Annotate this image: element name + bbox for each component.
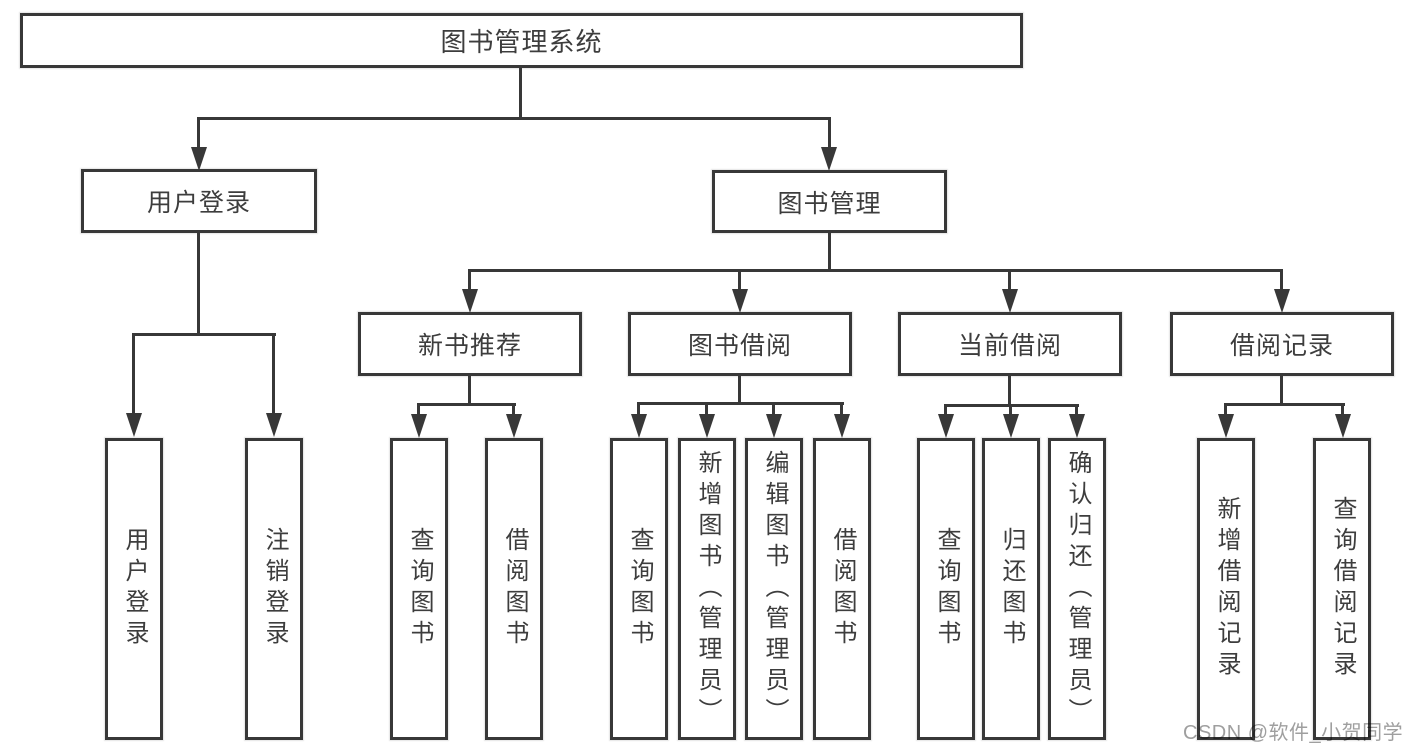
leaf-query-books-rec: 查询图书	[390, 438, 448, 740]
arrowhead-down-icon	[411, 414, 427, 438]
leaf-return-books: 归还图书	[982, 438, 1040, 740]
arrowhead-down-icon	[1218, 414, 1234, 438]
connector-vline	[1224, 403, 1227, 416]
arrowhead-down-icon	[821, 147, 837, 171]
connector-vline	[1341, 403, 1344, 416]
node-library-management-system: 图书管理系统	[20, 13, 1023, 68]
arrowhead-down-icon	[699, 414, 715, 438]
connector-vline	[738, 376, 741, 405]
arrowhead-down-icon	[938, 414, 954, 438]
leaf-query-books-borrow: 查询图书	[610, 438, 668, 740]
arrowhead-down-icon	[732, 289, 748, 313]
leaf-add-borrow-record: 新增借阅记录	[1197, 438, 1255, 740]
leaf-user-login: 用户登录	[105, 438, 163, 740]
connector-vline	[1009, 404, 1012, 416]
watermark: CSDN @软件_小贺同学	[1183, 722, 1404, 744]
connector-hline	[637, 402, 844, 405]
leaf-borrow-books: 借阅图书	[813, 438, 871, 740]
connector-vline	[1280, 269, 1283, 292]
connector-hline	[468, 269, 1283, 272]
connector-vline	[705, 402, 708, 416]
connector-vline	[132, 333, 135, 414]
connector-vline	[637, 402, 640, 416]
node-new-book-recommendation: 新书推荐	[358, 312, 582, 376]
connector-vline	[1008, 376, 1011, 407]
node-book-management: 图书管理	[712, 170, 947, 233]
arrowhead-down-icon	[1003, 414, 1019, 438]
connector-vline	[828, 233, 831, 272]
arrowhead-down-icon	[631, 414, 647, 438]
arrowhead-down-icon	[191, 147, 207, 171]
connector-vline	[512, 403, 515, 416]
leaf-confirm-return-admin: 确认归还（管理员）	[1048, 438, 1106, 740]
connector-vline	[1008, 269, 1011, 292]
connector-hline	[1224, 403, 1345, 406]
leaf-query-books-current: 查询图书	[917, 438, 975, 740]
node-book-borrowing: 图书借阅	[628, 312, 852, 376]
leaf-logout: 注销登录	[245, 438, 303, 740]
connector-vline	[828, 117, 831, 149]
arrowhead-down-icon	[1274, 289, 1290, 313]
arrowhead-down-icon	[1335, 414, 1351, 438]
connector-vline	[468, 376, 471, 406]
node-current-borrowing: 当前借阅	[898, 312, 1122, 376]
connector-vline	[840, 402, 843, 416]
connector-vline	[272, 333, 275, 414]
arrowhead-down-icon	[1069, 414, 1085, 438]
connector-vline	[468, 269, 471, 292]
arrowhead-down-icon	[462, 289, 478, 313]
connector-hline	[417, 403, 516, 406]
connector-vline	[1280, 376, 1283, 406]
arrowhead-down-icon	[266, 413, 282, 437]
leaf-borrow-books-rec: 借阅图书	[485, 438, 543, 740]
leaf-query-borrow-record: 查询借阅记录	[1313, 438, 1371, 740]
leaf-edit-books-admin: 编辑图书（管理员）	[745, 438, 803, 740]
connector-vline	[197, 117, 200, 149]
connector-vline	[197, 233, 200, 336]
connector-vline	[519, 68, 522, 120]
arrowhead-down-icon	[126, 413, 142, 437]
connector-hline	[197, 117, 831, 120]
connector-vline	[944, 404, 947, 416]
arrowhead-down-icon	[506, 414, 522, 438]
connector-vline	[772, 402, 775, 416]
arrowhead-down-icon	[834, 414, 850, 438]
connector-vline	[417, 403, 420, 416]
connector-hline	[132, 333, 276, 336]
connector-vline	[738, 269, 741, 292]
arrowhead-down-icon	[766, 414, 782, 438]
connector-vline	[1075, 404, 1078, 416]
node-user-login: 用户登录	[81, 169, 317, 233]
node-borrowing-records: 借阅记录	[1170, 312, 1394, 376]
leaf-add-books-admin: 新增图书（管理员）	[678, 438, 736, 740]
arrowhead-down-icon	[1002, 289, 1018, 313]
